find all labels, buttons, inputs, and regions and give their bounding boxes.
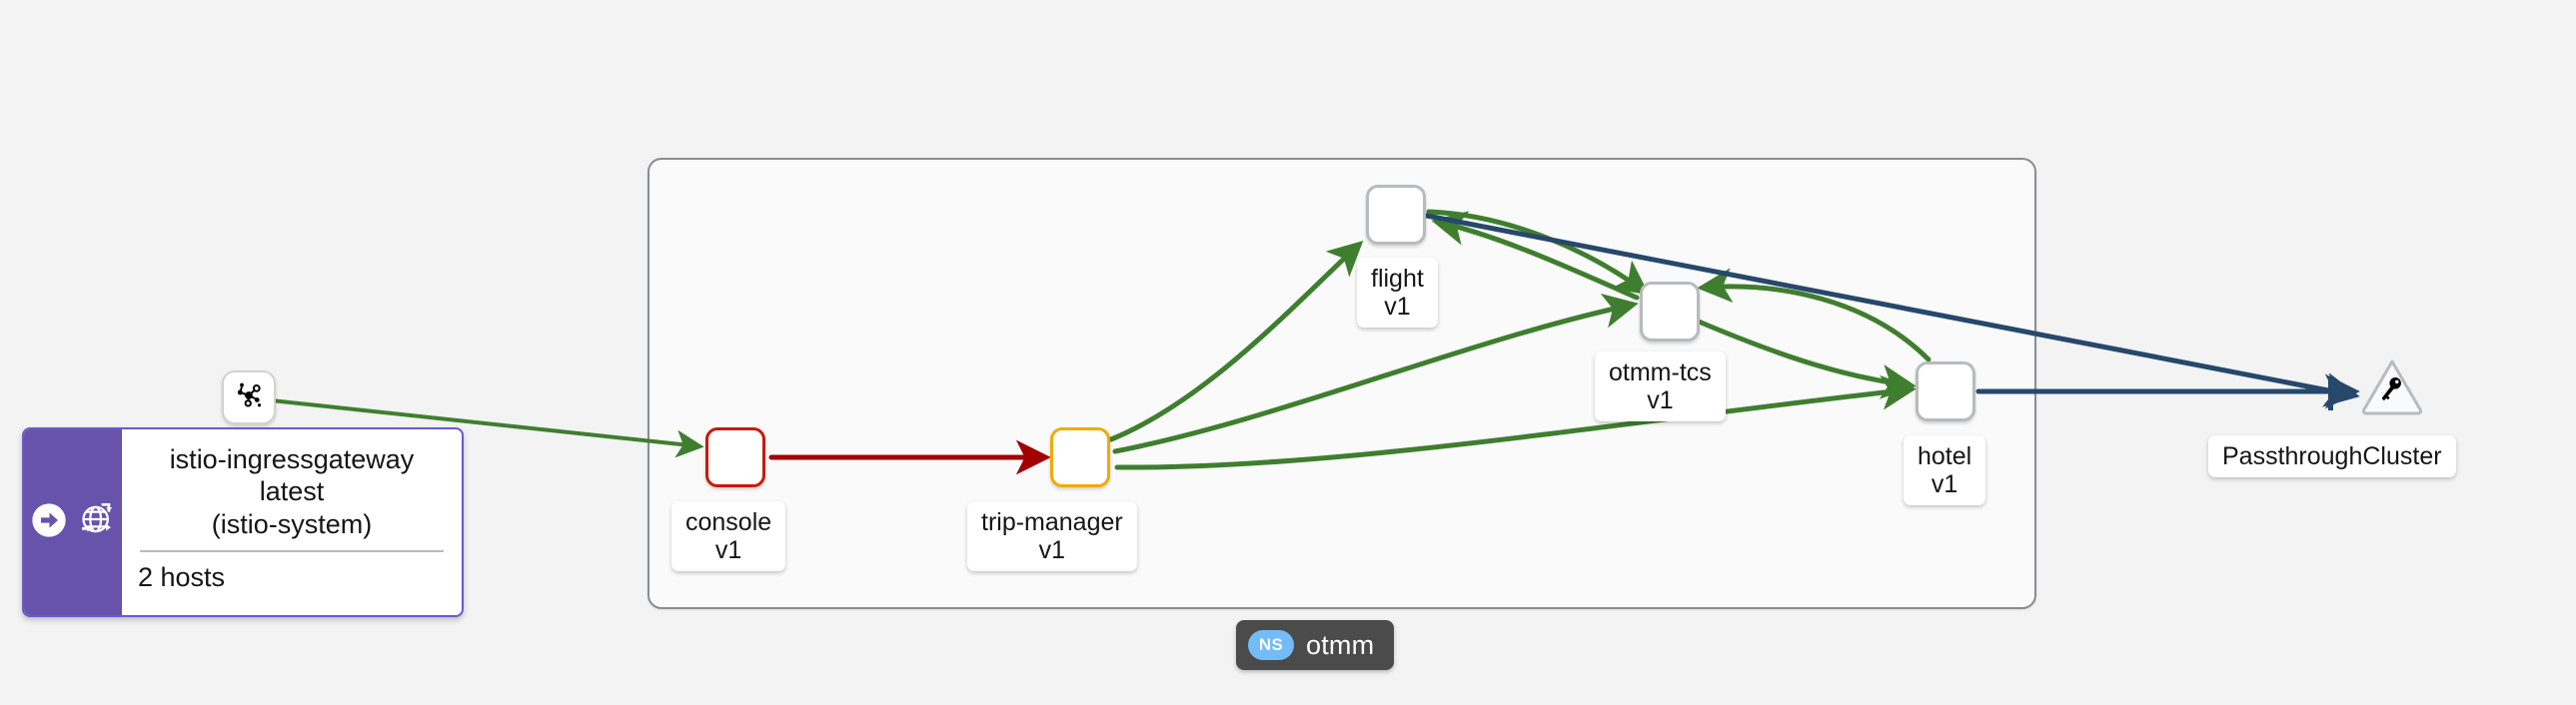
node-console[interactable] — [705, 427, 765, 487]
namespace-badge-abbr: NS — [1248, 630, 1294, 660]
topology-mesh-icon — [234, 380, 264, 415]
node-hotel[interactable] — [1916, 361, 1975, 421]
flight-name: flight — [1371, 265, 1424, 293]
node-label-trip-manager[interactable]: trip-manager v1 — [967, 501, 1137, 571]
gateway-version: latest — [259, 476, 325, 507]
service-entry-triangle — [2361, 359, 2423, 415]
gateway-card-body: istio-ingressgateway latest (istio-syste… — [122, 429, 462, 615]
node-trip-manager[interactable] — [1050, 427, 1110, 487]
console-name: console — [685, 508, 772, 536]
gateway-name: istio-ingressgateway — [169, 444, 415, 474]
otmm-tcs-version: v1 — [1647, 386, 1674, 414]
trip-manager-version: v1 — [1038, 536, 1066, 564]
hotel-name: hotel — [1918, 442, 1972, 470]
flight-version: v1 — [1384, 293, 1411, 321]
console-version: v1 — [714, 536, 742, 564]
tcp-tee-marker-flight — [2328, 380, 2333, 410]
gateway-namespace: (istio-system) — [211, 508, 373, 539]
gateway-card-rail — [24, 429, 122, 615]
gateway-card-divider — [140, 550, 444, 553]
arrow-circle-right-icon — [29, 500, 69, 545]
gateway-card-title: istio-ingressgateway latest (istio-syste… — [138, 439, 446, 540]
trip-manager-name: trip-manager — [981, 508, 1123, 536]
passthrough-name: PassthroughCluster — [2222, 442, 2442, 470]
node-otmm-tcs[interactable] — [1640, 282, 1700, 342]
node-label-hotel[interactable]: hotel v1 — [1904, 435, 1986, 505]
globe-route-icon — [77, 500, 117, 545]
otmm-tcs-name: otmm-tcs — [1609, 358, 1712, 386]
namespace-group-box[interactable] — [647, 158, 2036, 609]
gateway-service-node[interactable] — [222, 370, 276, 424]
node-label-flight[interactable]: flight v1 — [1357, 258, 1438, 328]
node-flight[interactable] — [1366, 185, 1426, 245]
tcp-tee-marker-hotel — [2328, 376, 2333, 406]
node-label-console[interactable]: console v1 — [671, 501, 786, 571]
namespace-badge[interactable]: NS otmm — [1236, 620, 1395, 670]
node-label-passthrough-cluster[interactable]: PassthroughCluster — [2208, 435, 2456, 477]
node-passthrough-cluster[interactable] — [2360, 357, 2424, 417]
key-icon — [2381, 377, 2401, 401]
ingress-gateway-card[interactable]: istio-ingressgateway latest (istio-syste… — [22, 427, 464, 617]
node-label-otmm-tcs[interactable]: otmm-tcs v1 — [1595, 352, 1726, 421]
namespace-badge-name: otmm — [1306, 629, 1375, 660]
hotel-version: v1 — [1931, 470, 1958, 498]
gateway-hosts-count: 2 hosts — [138, 562, 226, 593]
